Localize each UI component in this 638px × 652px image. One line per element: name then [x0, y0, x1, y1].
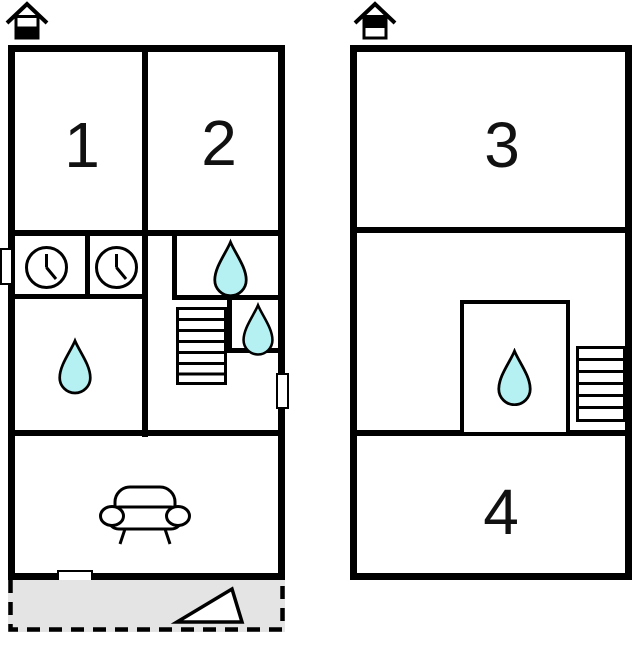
stairs-icon: [576, 346, 626, 422]
water-drop-icon: [241, 302, 275, 356]
terrace: [8, 580, 285, 632]
window-opening: [276, 373, 289, 409]
wall: [8, 230, 285, 236]
room-2-label: 2: [201, 107, 237, 179]
water-drop-icon: [212, 238, 249, 298]
wall: [227, 300, 232, 353]
room-3-label: 3: [484, 109, 520, 181]
wall: [142, 45, 148, 437]
water-drop-icon: [496, 348, 533, 406]
house-upper-floor-icon: [352, 1, 398, 41]
slope-triangle-icon: [168, 582, 252, 628]
wall: [8, 430, 285, 436]
room-4-label: 4: [483, 476, 519, 548]
window-opening: [0, 248, 13, 285]
stairs-icon: [176, 307, 227, 385]
wall: [85, 236, 90, 298]
house-ground-floor-icon: [4, 1, 50, 41]
clock-icon: [24, 245, 69, 290]
clock-icon: [94, 245, 139, 290]
wall: [172, 236, 177, 300]
room-1-label: 1: [64, 109, 100, 181]
wall: [172, 295, 285, 300]
sofa-icon: [99, 483, 191, 545]
water-drop-icon: [57, 336, 93, 396]
wall: [8, 294, 145, 299]
wall: [350, 227, 632, 233]
upper-floor-plan: [350, 45, 632, 580]
